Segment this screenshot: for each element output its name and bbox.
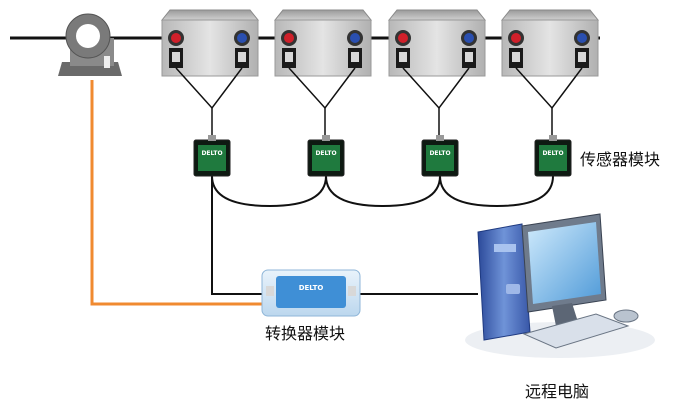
- battery-group: [160, 9, 600, 138]
- remote-computer-icon: [465, 213, 655, 358]
- converter-module: DELTO: [261, 269, 361, 317]
- battery-2: [273, 9, 373, 138]
- converter-brand: DELTO: [299, 284, 324, 292]
- remote-pc-label: 远程电脑: [525, 382, 590, 401]
- sensor-module-2: DELTO: [307, 135, 345, 177]
- sensor-bus-wiring: [211, 175, 554, 295]
- battery-1: [160, 9, 260, 138]
- sensor-module-4: DELTO: [534, 135, 572, 177]
- current-sensor-wire: [90, 80, 262, 306]
- battery-3: [387, 9, 487, 138]
- sensor-module-1: DELTO: [193, 135, 231, 177]
- battery-4: [500, 9, 600, 138]
- sensor-brand: DELTO: [315, 150, 336, 157]
- sensor-module-3: DELTO: [421, 135, 459, 177]
- converter-module-label: 转换器模块: [265, 324, 346, 343]
- sensor-brand: DELTO: [201, 150, 222, 157]
- sensor-brand: DELTO: [542, 150, 563, 157]
- sensor-brand: DELTO: [429, 150, 450, 157]
- sensor-module-label: 传感器模块: [580, 150, 661, 169]
- current-transformer-icon: [58, 13, 122, 76]
- sensor-module-group: DELTO DELTO DELTO DELTO: [193, 135, 572, 177]
